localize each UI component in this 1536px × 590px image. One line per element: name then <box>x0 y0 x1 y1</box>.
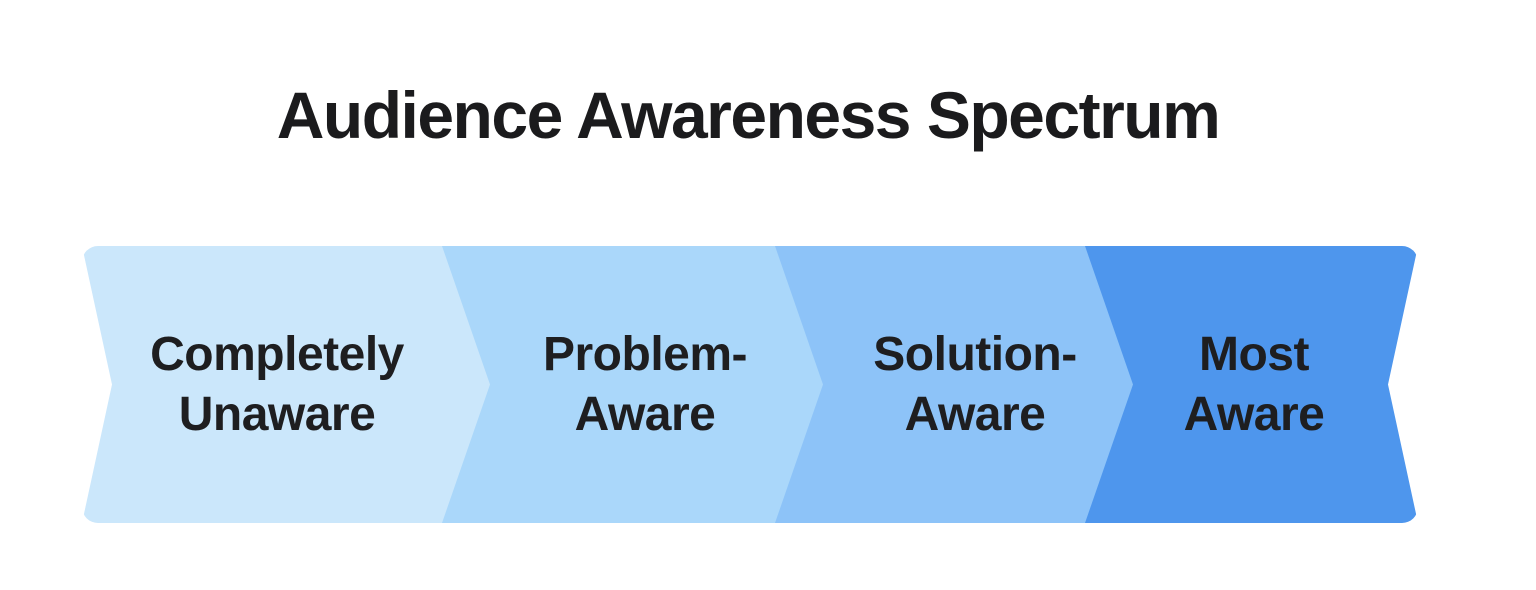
stage-chevron-problem-aware: Problem- Aware <box>442 246 823 523</box>
stage-label-line: Aware <box>574 387 716 441</box>
stage-label-line: Aware <box>904 387 1046 441</box>
stage-label-line: Most <box>1199 327 1309 381</box>
stage-chevron-most-aware: Most Aware <box>1078 246 1418 523</box>
stage-label-line: Completely <box>150 327 404 381</box>
stage-label-line: Aware <box>1183 387 1325 441</box>
stage-label-line: Problem- <box>542 327 748 381</box>
stage-chevron-completely-unaware: Completely Unaware <box>82 246 490 523</box>
diagram-title: Audience Awareness Spectrum <box>276 78 1221 152</box>
stage-label-line: Solution- <box>873 327 1077 381</box>
stage-chevron-solution-aware: Solution- Aware <box>767 246 1133 523</box>
stage-label-line: Unaware <box>178 387 376 441</box>
awareness-spectrum-band: Completely Unaware Problem- Aware Soluti… <box>82 246 1418 523</box>
